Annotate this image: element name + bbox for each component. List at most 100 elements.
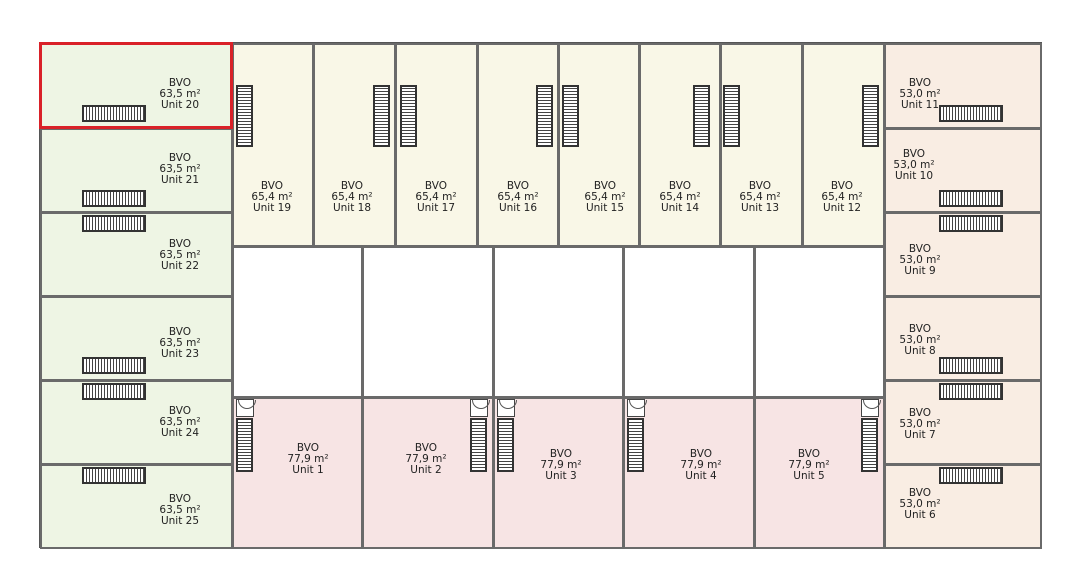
unit-name: Unit 8: [904, 345, 936, 357]
unit-name: Unit 20: [160, 99, 200, 111]
unit-area: 53,0 m²: [893, 159, 935, 171]
unit-name: Unit 3: [545, 470, 577, 482]
stair-icon: [497, 418, 514, 472]
stair-icon: [627, 418, 644, 472]
stair-icon: [939, 190, 1003, 207]
unit-type: BVO: [506, 180, 530, 192]
unit-area: 77,9 m²: [287, 453, 329, 465]
stair-icon: [82, 190, 146, 207]
unit-area: 65,4 m²: [584, 191, 626, 203]
unit-area: 65,4 m²: [659, 191, 701, 203]
unit-area: 65,4 m²: [415, 191, 457, 203]
stair-icon: [723, 85, 740, 147]
unit-type: BVO: [168, 493, 192, 505]
unit-type: BVO: [908, 487, 932, 499]
unit-type: BVO: [168, 77, 192, 89]
unit-area: 77,9 m²: [405, 453, 447, 465]
unit-unit-3[interactable]: [493, 397, 624, 549]
stair-icon: [939, 215, 1003, 232]
unit-type: BVO: [424, 180, 448, 192]
unit-type: BVO: [668, 180, 692, 192]
unit-name: Unit 5: [793, 470, 825, 482]
unit-name: Unit 11: [900, 99, 940, 111]
stair-icon: [400, 85, 417, 147]
unit-area: 65,4 m²: [497, 191, 539, 203]
unit-area: 65,4 m²: [821, 191, 863, 203]
door-icon: [470, 399, 488, 417]
unit-name: Unit 9: [904, 265, 936, 277]
unit-type: BVO: [908, 323, 932, 335]
unit-area: 63,5 m²: [159, 163, 201, 175]
unit-area: 77,9 m²: [788, 459, 830, 471]
unit-area: 53,0 m²: [899, 498, 941, 510]
unit-area: 53,0 m²: [899, 88, 941, 100]
unit-name: Unit 14: [660, 202, 700, 214]
corridor-space: [493, 246, 624, 398]
unit-name: Unit 1: [292, 464, 324, 476]
unit-area: 63,5 m²: [159, 416, 201, 428]
unit-type: BVO: [830, 180, 854, 192]
unit-type: BVO: [908, 77, 932, 89]
stair-icon: [236, 85, 253, 147]
unit-name: Unit 7: [904, 429, 936, 441]
stair-icon: [82, 105, 146, 122]
unit-type: BVO: [593, 180, 617, 192]
corridor-space: [362, 246, 494, 398]
unit-area: 65,4 m²: [739, 191, 781, 203]
unit-type: BVO: [908, 243, 932, 255]
unit-area: 53,0 m²: [899, 254, 941, 266]
unit-type: BVO: [168, 238, 192, 250]
unit-unit-4[interactable]: [623, 397, 755, 549]
unit-name: Unit 12: [822, 202, 862, 214]
unit-name: Unit 21: [160, 174, 200, 186]
unit-name: Unit 23: [160, 348, 200, 360]
unit-name: Unit 6: [904, 509, 936, 521]
unit-area: 77,9 m²: [540, 459, 582, 471]
corridor-space: [754, 246, 885, 398]
unit-name: Unit 17: [416, 202, 456, 214]
stair-icon: [82, 215, 146, 232]
unit-area: 77,9 m²: [680, 459, 722, 471]
unit-unit-13[interactable]: [720, 43, 803, 247]
stair-icon: [562, 85, 579, 147]
unit-type: BVO: [797, 448, 821, 460]
unit-type: BVO: [549, 448, 573, 460]
unit-name: Unit 16: [498, 202, 538, 214]
unit-type: BVO: [296, 442, 320, 454]
unit-name: Unit 18: [332, 202, 372, 214]
stair-icon: [939, 383, 1003, 400]
door-icon: [861, 399, 879, 417]
door-icon: [627, 399, 645, 417]
stair-icon: [536, 85, 553, 147]
stair-icon: [470, 418, 487, 472]
unit-name: Unit 10: [894, 170, 934, 182]
stair-icon: [82, 357, 146, 374]
stair-icon: [862, 85, 879, 147]
unit-unit-1[interactable]: [232, 397, 363, 549]
unit-name: Unit 4: [685, 470, 717, 482]
unit-type: BVO: [260, 180, 284, 192]
stair-icon: [939, 467, 1003, 484]
unit-type: BVO: [689, 448, 713, 460]
unit-type: BVO: [748, 180, 772, 192]
unit-name: Unit 22: [160, 260, 200, 272]
unit-name: Unit 2: [410, 464, 442, 476]
unit-area: 63,5 m²: [159, 88, 201, 100]
stair-icon: [939, 105, 1003, 122]
stair-icon: [82, 467, 146, 484]
